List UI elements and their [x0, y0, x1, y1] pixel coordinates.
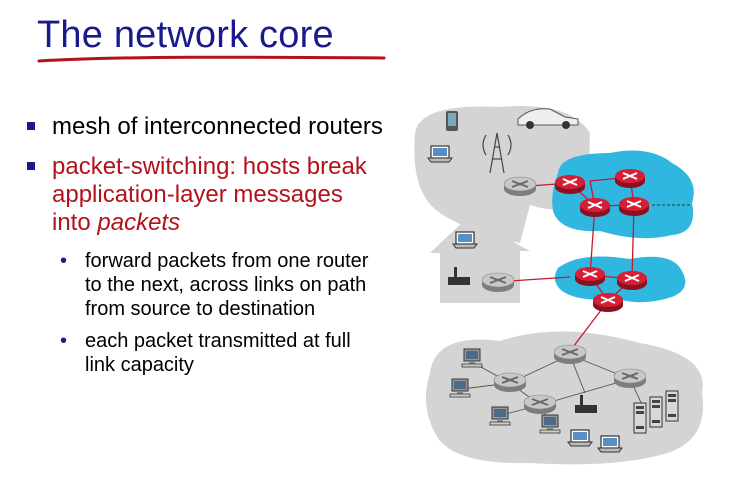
core-network-top: [552, 150, 694, 239]
desktop-icon: [489, 406, 511, 426]
edge-router: [481, 272, 515, 293]
bullet-mesh: mesh of interconnected routers: [24, 113, 384, 141]
core-router: [574, 266, 606, 287]
packets-italic: packets: [97, 209, 181, 236]
sub-bullet-forward: • forward packets from one router to the…: [24, 249, 384, 321]
laptop-icon: [567, 429, 593, 447]
bullet-packet-switching: packet-switching: hosts break applicatio…: [24, 153, 384, 237]
core-router: [618, 196, 650, 217]
wireless-router-icon: [448, 267, 470, 285]
server-icon: [665, 390, 679, 422]
core-router: [592, 292, 624, 313]
edge-router: [503, 176, 537, 197]
core-router: [554, 174, 586, 195]
car-icon: [517, 108, 579, 129]
slide-title: The network core: [37, 14, 334, 56]
square-bullet-icon: [27, 162, 35, 170]
bullet-list: mesh of interconnected routers packet-sw…: [24, 113, 384, 385]
desktop-icon: [461, 348, 483, 368]
sub-bullet-transmitted: • each packet transmitted at full link c…: [24, 329, 384, 377]
core-router: [614, 168, 646, 189]
edge-router: [493, 372, 527, 393]
edge-router: [613, 368, 647, 389]
core-router: [616, 270, 648, 291]
server-icon: [633, 402, 647, 434]
cell-tower-icon: [482, 132, 512, 174]
round-bullet-icon: •: [60, 250, 68, 272]
mobile-network-cloud: [414, 106, 590, 243]
laptop-icon: [427, 145, 453, 163]
server-icon: [649, 396, 663, 428]
desktop-icon: [539, 414, 561, 434]
desktop-icon: [449, 378, 471, 398]
title-underline: [37, 55, 386, 63]
network-diagram: [414, 106, 704, 465]
laptop-icon: [597, 435, 623, 453]
bullet-packet-switching-text: packet-switching: hosts break applicatio…: [52, 153, 367, 236]
square-bullet-icon: [27, 122, 35, 130]
edge-router: [523, 394, 557, 415]
smartphone-icon: [446, 111, 458, 131]
sub-bullet-transmitted-text: each packet transmitted at full link cap…: [85, 330, 351, 376]
round-bullet-icon: •: [60, 330, 68, 352]
edge-router: [553, 344, 587, 365]
laptop-icon: [452, 231, 478, 249]
sub-bullet-forward-text: forward packets from one router to the n…: [85, 250, 369, 320]
bullet-mesh-text: mesh of interconnected routers: [52, 113, 383, 140]
wireless-router-icon: [575, 395, 597, 413]
core-router: [579, 197, 611, 218]
